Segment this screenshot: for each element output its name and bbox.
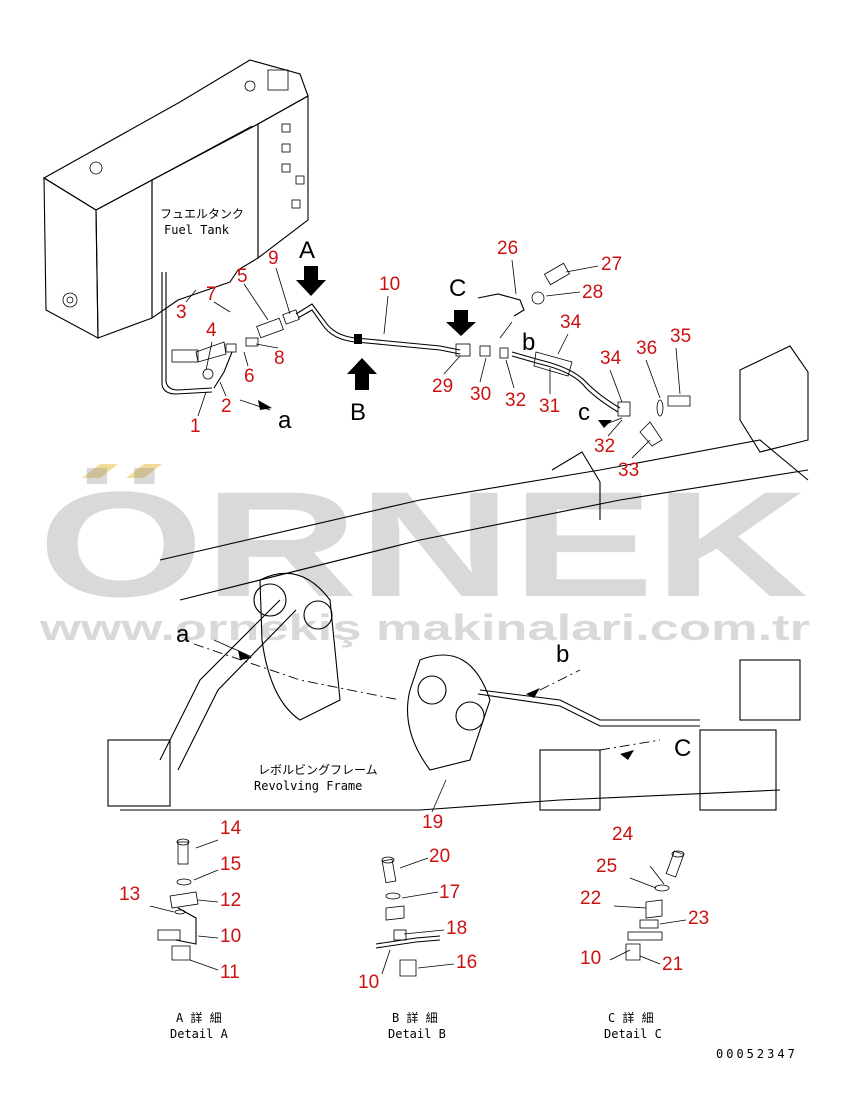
ref-a-top: a — [278, 407, 292, 434]
revolving-frame-label-en: Revolving Frame — [254, 779, 362, 793]
detail-b-part-17: 17 — [439, 882, 460, 903]
part-30: 30 — [470, 384, 491, 405]
part-32a: 32 — [505, 390, 526, 411]
leader-lines — [185, 259, 681, 813]
part-4: 4 — [206, 320, 217, 341]
revolving-frame-label-jp: レボルビングフレーム — [258, 763, 378, 777]
ref-B: B — [350, 399, 366, 426]
detail-a-title-en: Detail A — [170, 1027, 229, 1041]
part-26: 26 — [497, 238, 518, 259]
part-31: 31 — [539, 396, 560, 417]
part-3: 3 — [176, 302, 187, 323]
part-8: 8 — [274, 348, 285, 369]
fuel-tank: フュエルタンク Fuel Tank — [42, 59, 309, 339]
watermark-brand: ÖRNEK — [38, 460, 808, 628]
detail-c-title-en: Detail C — [604, 1027, 662, 1041]
detail-b-part-10: 10 — [358, 972, 379, 993]
part-36: 36 — [636, 338, 657, 359]
revolving-frame: レボルビングフレーム Revolving Frame — [107, 345, 809, 811]
view-reference-letters: A B C a b c a b C — [176, 237, 691, 762]
detail-b-part-16: 16 — [456, 952, 477, 973]
detail-a: 14 15 13 12 10 11 A 詳 細 Detail A — [119, 818, 242, 1041]
part-19: 19 — [422, 812, 443, 833]
detail-c-part-25: 25 — [596, 856, 617, 877]
detail-a-part-12: 12 — [220, 890, 241, 911]
ref-C: C — [449, 275, 466, 302]
ref-a-frame: a — [176, 621, 190, 648]
part-33: 33 — [618, 460, 639, 481]
detail-a-part-11: 11 — [220, 962, 240, 983]
ref-b-top: b — [522, 329, 535, 356]
drawing-number: 00052347 — [716, 1047, 798, 1061]
detail-b-title-en: Detail B — [388, 1027, 446, 1041]
part-numbers-main: 1 2 3 4 5 6 7 8 9 10 19 26 27 28 29 30 3… — [176, 238, 691, 833]
detail-c-part-21: 21 — [662, 954, 683, 975]
part-28: 28 — [582, 282, 603, 303]
ref-c-frame: C — [674, 735, 691, 762]
part-5: 5 — [237, 266, 248, 287]
arrow-a-down — [296, 266, 326, 296]
fuel-tank-label-jp: フュエルタンク — [160, 207, 244, 221]
fuel-line-assembly — [161, 262, 691, 447]
part-10: 10 — [379, 274, 400, 295]
ref-b-frame: b — [556, 641, 569, 668]
view-arrows — [296, 266, 476, 390]
detail-b-part-20: 20 — [429, 846, 450, 867]
part-7: 7 — [206, 284, 217, 305]
detail-a-part-15: 15 — [220, 854, 241, 875]
ref-A: A — [299, 237, 315, 264]
detail-c-part-23: 23 — [688, 908, 709, 929]
part-1: 1 — [190, 416, 201, 437]
arrow-b-up — [347, 358, 377, 390]
detail-b-part-18: 18 — [446, 918, 467, 939]
watermark: ÖRNEK www.ornekiş makinalari.com.tr — [38, 460, 810, 648]
detail-c: 24 25 22 23 10 21 C 詳 細 Detail C — [580, 824, 709, 1041]
part-34a: 34 — [560, 312, 582, 333]
detail-c-title-jp: C 詳 細 — [608, 1010, 654, 1025]
part-32b: 32 — [594, 436, 615, 457]
detail-c-part-10: 10 — [580, 948, 601, 969]
detail-c-part-22: 22 — [580, 888, 601, 909]
detail-a-part-13: 13 — [119, 884, 140, 905]
ref-c-top: c — [578, 399, 590, 426]
part-35: 35 — [670, 326, 691, 347]
part-9: 9 — [268, 248, 279, 269]
part-29: 29 — [432, 376, 453, 397]
detail-b-title-jp: B 詳 細 — [392, 1010, 438, 1025]
part-34b: 34 — [600, 348, 622, 369]
detail-c-part-24: 24 — [612, 824, 634, 845]
part-2: 2 — [221, 396, 232, 417]
detail-b: 20 17 18 10 16 B 詳 細 Detail B — [358, 846, 477, 1041]
part-27: 27 — [601, 254, 622, 275]
detail-a-part-10: 10 — [220, 926, 241, 947]
watermark-url: www.ornekiş makinalari.com.tr — [39, 607, 810, 648]
part-6: 6 — [244, 366, 255, 387]
fuel-tank-label-en: Fuel Tank — [164, 223, 230, 237]
detail-a-title-jp: A 詳 細 — [176, 1010, 222, 1025]
arrow-c-down — [446, 310, 476, 336]
detail-a-part-14: 14 — [220, 818, 242, 839]
